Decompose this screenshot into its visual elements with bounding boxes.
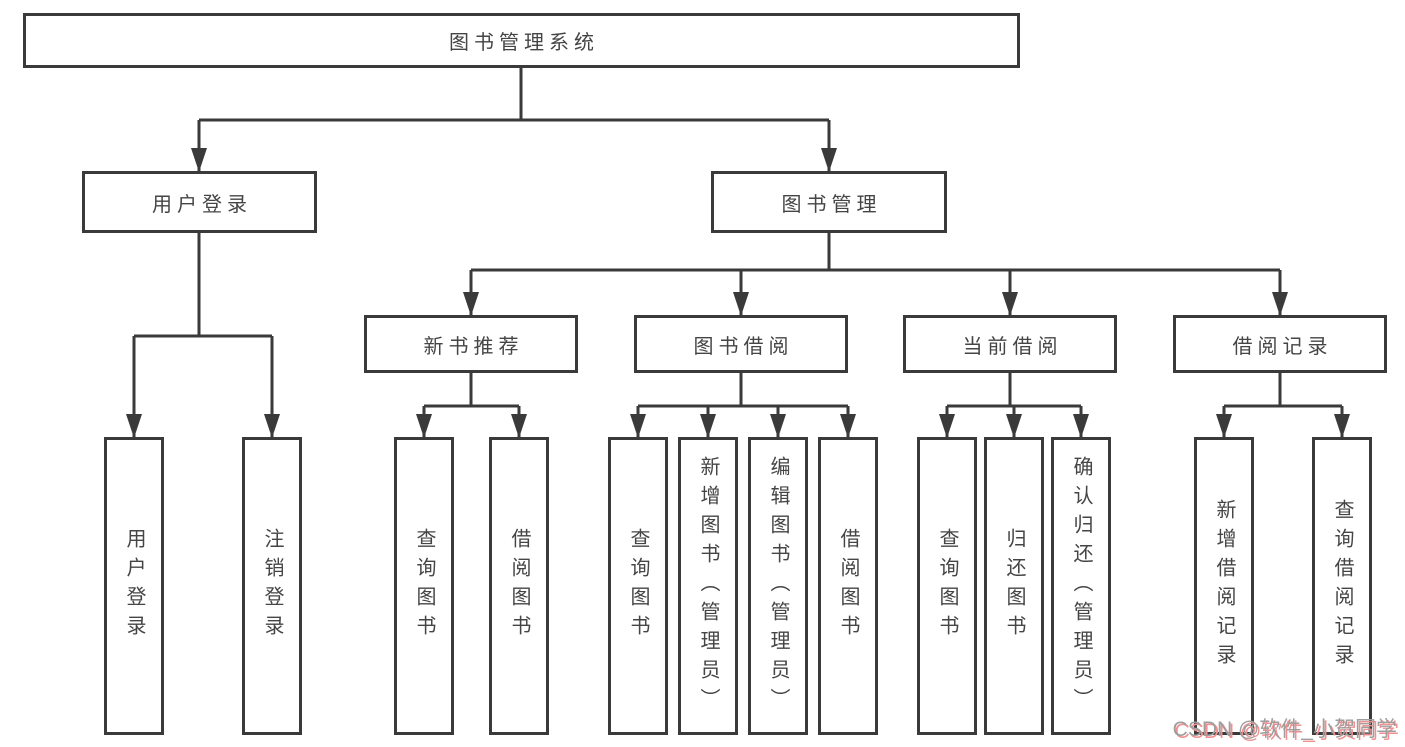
leaf-query-book: 查询图书	[608, 437, 668, 735]
leaf-label: 查询图书	[627, 528, 649, 644]
leaf-add-book-admin: 新增图书（管理员）	[678, 437, 738, 735]
node-label: 借阅记录	[1232, 335, 1333, 358]
node-label: 图书管理	[781, 193, 882, 216]
leaf-label: 查询借阅记录	[1331, 499, 1353, 673]
node-root: 图书管理系统	[23, 13, 1020, 68]
leaf-label: 注销登录	[261, 528, 283, 644]
leaf-logout: 注销登录	[242, 437, 302, 735]
node-current-borrow: 当前借阅	[903, 315, 1117, 373]
node-book-management: 图书管理	[711, 171, 947, 233]
leaf-user-login: 用户登录	[104, 437, 164, 735]
leaf-query-book: 查询图书	[394, 437, 454, 735]
node-label: 当前借阅	[962, 335, 1063, 358]
node-label: 新书推荐	[423, 335, 524, 358]
leaf-label: 借阅图书	[837, 528, 859, 644]
leaf-label: 确认归还（管理员）	[1070, 455, 1092, 717]
leaf-label: 归还图书	[1003, 528, 1025, 644]
leaf-label: 查询图书	[936, 528, 958, 644]
leaf-add-borrow-record: 新增借阅记录	[1194, 437, 1254, 735]
leaf-borrow-book: 借阅图书	[818, 437, 878, 735]
leaf-query-book: 查询图书	[917, 437, 977, 735]
leaf-label: 查询图书	[413, 528, 435, 644]
leaf-label: 用户登录	[123, 528, 145, 644]
leaf-confirm-return-admin: 确认归还（管理员）	[1051, 437, 1111, 735]
node-root-label: 图书管理系统	[449, 32, 599, 54]
leaf-label: 新增借阅记录	[1213, 499, 1235, 673]
leaf-label: 编辑图书（管理员）	[767, 455, 789, 717]
leaf-query-borrow-record: 查询借阅记录	[1312, 437, 1372, 735]
node-label: 用户登录	[152, 193, 252, 216]
node-borrow-record: 借阅记录	[1173, 315, 1387, 373]
leaf-return-book: 归还图书	[984, 437, 1044, 735]
node-new-book-recommend: 新书推荐	[364, 315, 578, 373]
leaf-label: 借阅图书	[508, 528, 530, 644]
node-label: 图书借阅	[693, 335, 794, 358]
csdn-watermark: CSDN @软件_小贺同学	[1172, 718, 1397, 741]
node-user-login: 用户登录	[82, 171, 317, 233]
leaf-borrow-book: 借阅图书	[489, 437, 549, 735]
leaf-label: 新增图书（管理员）	[697, 455, 719, 717]
leaf-edit-book-admin: 编辑图书（管理员）	[748, 437, 808, 735]
node-book-borrow: 图书借阅	[634, 315, 848, 373]
